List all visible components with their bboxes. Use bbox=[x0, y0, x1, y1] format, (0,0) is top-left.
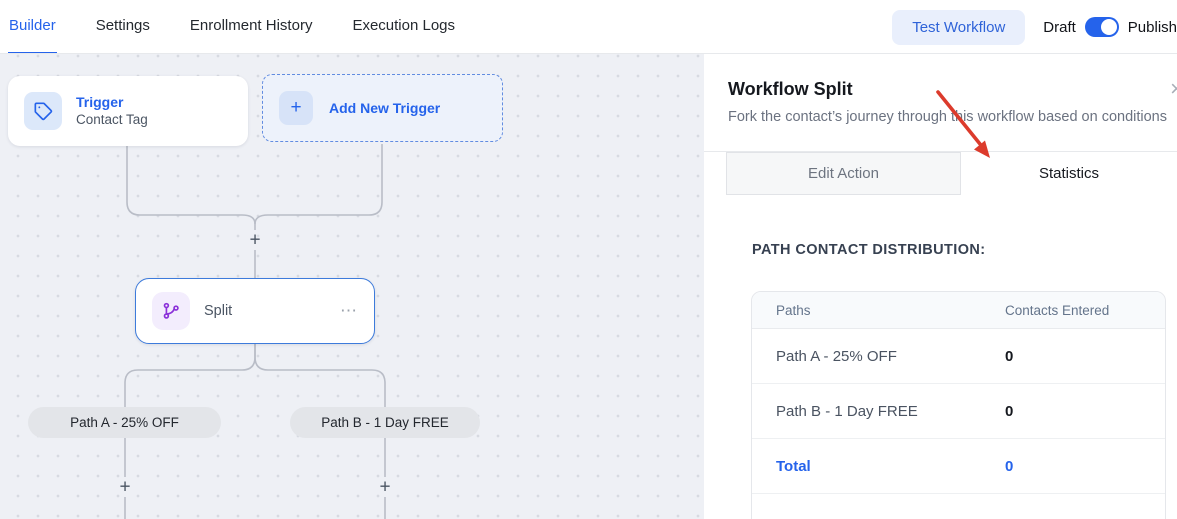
workflow-canvas[interactable]: Trigger Contact Tag + Add New Trigger + … bbox=[0, 54, 704, 519]
split-node[interactable]: Split ⋯ bbox=[135, 278, 375, 344]
tab-edit-action[interactable]: Edit Action bbox=[726, 152, 961, 195]
table-row: Path B - 1 Day FREE 0 bbox=[752, 384, 1165, 439]
add-new-trigger-label: Add New Trigger bbox=[329, 100, 441, 116]
trigger-node[interactable]: Trigger Contact Tag bbox=[8, 76, 248, 146]
topbar-actions: Test Workflow Draft Publish bbox=[892, 0, 1177, 53]
close-icon[interactable]: × bbox=[1170, 76, 1177, 101]
column-header-contacts-entered: Contacts Entered bbox=[1005, 302, 1110, 318]
node-menu-icon[interactable]: ⋯ bbox=[340, 301, 358, 320]
path-a-cell: Path A - 25% OFF bbox=[776, 347, 897, 365]
add-new-trigger-button[interactable]: + Add New Trigger bbox=[262, 74, 503, 142]
nav-tab-settings[interactable]: Settings bbox=[95, 17, 150, 34]
nav-tab-execution-logs[interactable]: Execution Logs bbox=[352, 17, 456, 34]
draft-label: Draft bbox=[1043, 18, 1076, 36]
plus-icon: + bbox=[279, 91, 313, 125]
tag-icon bbox=[24, 92, 62, 130]
publish-label: Publish bbox=[1127, 18, 1177, 36]
toggle-knob bbox=[1100, 19, 1117, 35]
panel-title: Workflow Split bbox=[728, 79, 853, 99]
path-a-pill[interactable]: Path A - 25% OFF bbox=[28, 407, 221, 438]
test-workflow-button[interactable]: Test Workflow bbox=[892, 9, 1026, 45]
add-step-plus-path-b[interactable]: + bbox=[379, 476, 391, 498]
split-node-label: Split bbox=[204, 303, 233, 319]
nav-tabs: Builder Settings Enrollment History Exec… bbox=[8, 0, 456, 53]
path-b-pill[interactable]: Path B - 1 Day FREE bbox=[290, 407, 480, 438]
add-step-plus-top[interactable]: + bbox=[249, 229, 261, 251]
path-a-contacts-value: 0 bbox=[1005, 347, 1014, 365]
top-navigation-bar: Builder Settings Enrollment History Exec… bbox=[0, 0, 1177, 54]
path-b-cell: Path B - 1 Day FREE bbox=[776, 402, 918, 420]
workflow-split-panel: Workflow Split × Fork the contact’s jour… bbox=[704, 54, 1177, 519]
path-b-contacts-value: 0 bbox=[1005, 402, 1014, 420]
nav-tab-builder[interactable]: Builder bbox=[8, 0, 57, 53]
total-value: 0 bbox=[1005, 457, 1014, 475]
column-header-paths: Paths bbox=[776, 302, 811, 318]
panel-description: Fork the contact’s journey through this … bbox=[728, 109, 1168, 125]
trigger-node-title: Trigger bbox=[76, 94, 124, 111]
publish-toggle[interactable] bbox=[1084, 17, 1119, 37]
total-label: Total bbox=[776, 457, 811, 475]
publish-control: Draft Publish bbox=[1043, 17, 1177, 37]
split-branch-icon bbox=[152, 292, 190, 330]
trigger-node-subtitle: Contact Tag bbox=[76, 112, 148, 128]
table-total-row: Total 0 bbox=[752, 439, 1165, 494]
path-contact-distribution-heading: PATH CONTACT DISTRIBUTION: bbox=[752, 242, 986, 258]
tab-statistics[interactable]: Statistics bbox=[961, 152, 1177, 195]
panel-tabs: Edit Action Statistics bbox=[704, 151, 1177, 195]
table-header-row: Paths Contacts Entered bbox=[752, 292, 1165, 329]
nav-tab-enrollment-history[interactable]: Enrollment History bbox=[189, 17, 313, 34]
add-step-plus-path-a[interactable]: + bbox=[119, 476, 131, 498]
table-row: Path A - 25% OFF 0 bbox=[752, 329, 1165, 384]
path-distribution-table: Paths Contacts Entered Path A - 25% OFF … bbox=[751, 291, 1166, 519]
trigger-node-text: Trigger Contact Tag bbox=[76, 93, 148, 129]
